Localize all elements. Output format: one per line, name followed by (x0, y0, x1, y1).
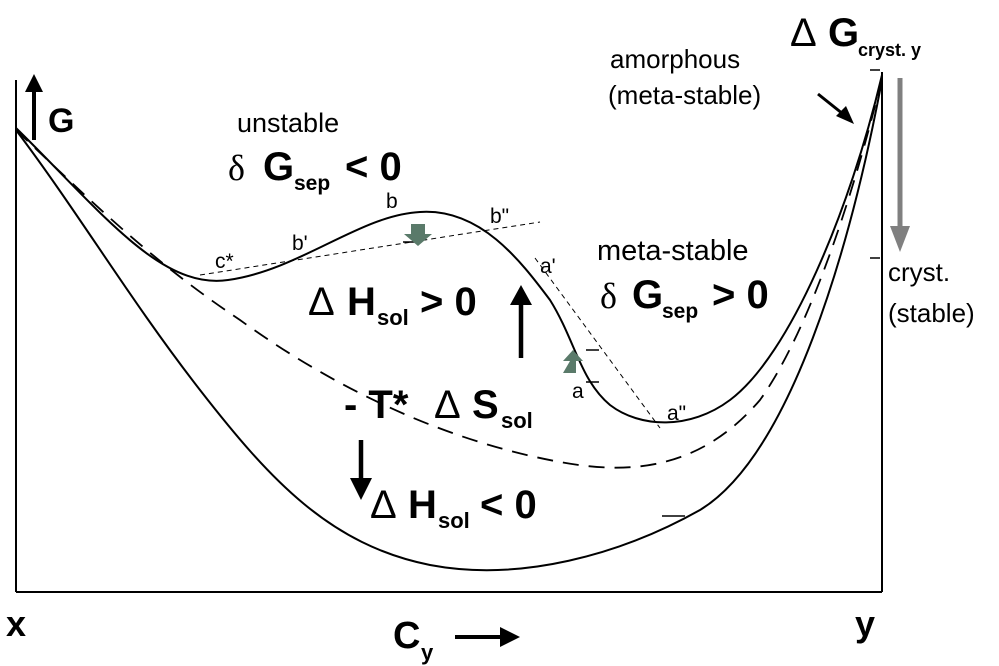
unstable-subscript: sep (294, 172, 330, 195)
point-c-star: c* (215, 250, 234, 273)
axis-y-label: y (855, 603, 875, 644)
enthalpy-pos-subscript: sol (377, 305, 409, 330)
amorphous-line2: (meta-stable) (608, 80, 761, 110)
amorphous-pointer (817, 92, 844, 116)
point-b: b (386, 190, 398, 213)
entropy-symbol: S (472, 383, 499, 427)
tangent-b (199, 221, 541, 276)
cryst-line1: cryst. (888, 257, 950, 287)
enthalpy-neg-subscript: sol (438, 508, 470, 533)
metastable-relation: > 0 (712, 273, 769, 317)
metastable-symbol: G (632, 273, 663, 317)
entropy-curve (15, 77, 883, 469)
point-a-prime: a' (540, 255, 556, 278)
crystallization-arrowhead (890, 226, 910, 252)
point-a-double-prime: a" (667, 402, 686, 425)
enthalpy-neg-delta: Δ (370, 483, 397, 527)
lower-free-energy-curve (15, 79, 883, 572)
composition-label: C (393, 615, 420, 657)
axis-g-label: G (48, 102, 74, 140)
enthalpy-pos-relation: > 0 (420, 280, 477, 324)
composition-arrowhead (500, 627, 520, 647)
g-axis-arrowhead (25, 74, 43, 92)
marker-b-down-icon (404, 224, 432, 246)
cryst-symbol: G (828, 11, 859, 55)
enthalpy-neg-symbol: H (408, 483, 437, 527)
unstable-delta: δ (228, 148, 245, 188)
amorphous-pointer-head (836, 106, 854, 124)
unstable-relation: < 0 (345, 145, 402, 189)
composition-subscript: y (421, 640, 434, 665)
unstable-label: unstable (237, 108, 339, 138)
enthalpy-up-arrowhead (510, 285, 532, 305)
cryst-delta: Δ (790, 11, 817, 55)
entropy-subscript: sol (501, 408, 533, 433)
cryst-subscript: cryst. y (858, 40, 921, 60)
point-a: a (572, 380, 584, 403)
metastable-label: meta-stable (597, 235, 749, 267)
enthalpy-down-arrowhead (350, 478, 372, 500)
enthalpy-pos-symbol: H (347, 280, 376, 324)
upper-free-energy-curve (15, 74, 883, 424)
cryst-line2: (stable) (888, 298, 975, 328)
amorphous-line1: amorphous (610, 44, 740, 74)
axis-x-label: x (6, 603, 26, 644)
enthalpy-neg-relation: < 0 (480, 483, 537, 527)
point-b-prime: b' (292, 232, 308, 255)
entropy-prefix: - T* (344, 383, 409, 427)
metastable-delta: δ (600, 276, 617, 316)
tangent-a (534, 257, 661, 429)
enthalpy-pos-delta: Δ (308, 280, 335, 324)
entropy-delta: Δ (434, 383, 461, 427)
metastable-subscript: sep (662, 300, 698, 323)
marker-a-up-icon (563, 350, 583, 373)
point-b-double-prime: b" (490, 205, 509, 228)
unstable-symbol: G (263, 145, 294, 189)
